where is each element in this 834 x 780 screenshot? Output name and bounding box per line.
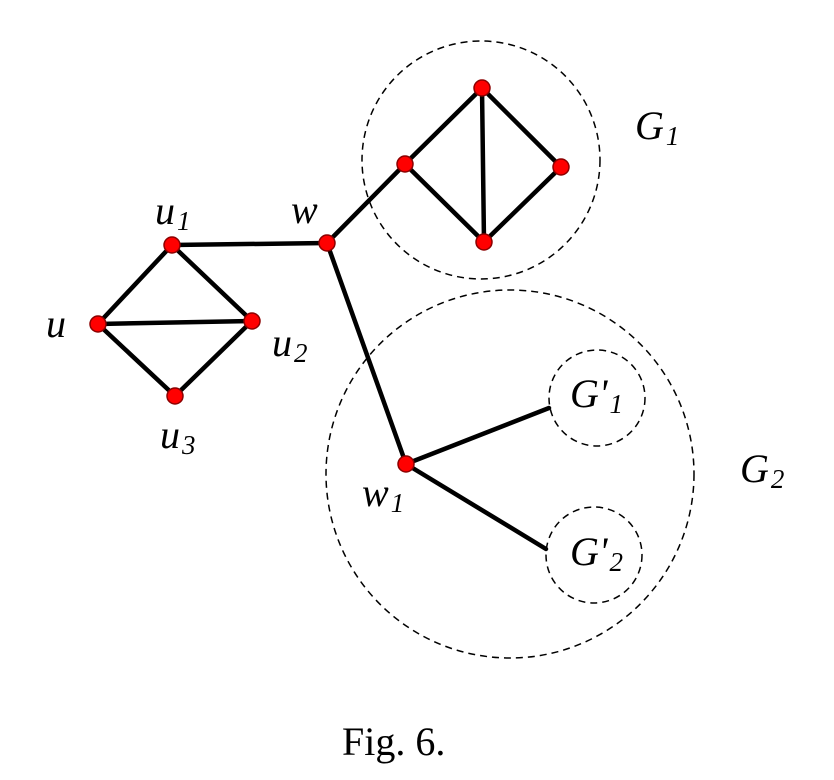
node-w1 [397, 455, 415, 473]
label-u: u [46, 301, 66, 346]
label-u1: u1 [155, 188, 191, 236]
node-g1-right [552, 158, 570, 176]
node-u2 [243, 312, 261, 330]
edge-u-u1 [95, 242, 175, 327]
edge-u3-u [95, 321, 178, 399]
subgraph-g1-circle [361, 40, 601, 280]
edge-u1-w [169, 240, 330, 248]
edge-u-u2 [95, 318, 255, 327]
edge-w1-g-prime-1 [403, 405, 552, 467]
edge-g1-right-bottom [481, 164, 564, 245]
node-g1-bottom [475, 233, 493, 251]
node-u1 [163, 236, 181, 254]
figure-caption: Fig. 6. [342, 719, 445, 764]
edge-u2-u3 [172, 318, 255, 399]
edge-w-g1 [324, 161, 408, 246]
node-u3 [166, 387, 184, 405]
edge-g1-top-right [479, 85, 564, 170]
label-g2: G2 [740, 446, 784, 494]
label-w: w [291, 187, 318, 232]
edge-w1-g-prime-2 [403, 461, 549, 552]
edge-u1-u2 [169, 242, 255, 324]
label-g1: G1 [635, 103, 679, 151]
edge-g1-left-top [402, 85, 485, 167]
label-g-prime-2: G'2 [570, 529, 623, 577]
node-g1-left [396, 155, 414, 173]
node-g1-top [473, 79, 491, 97]
label-u2: u2 [272, 320, 308, 368]
label-u3: u3 [160, 412, 196, 460]
label-w1: w1 [362, 470, 404, 518]
node-u [89, 315, 107, 333]
node-w [318, 234, 336, 252]
subgraph-g-prime-2-circle [545, 506, 643, 604]
label-g-prime-1: G'1 [570, 371, 623, 419]
edge-w-w1 [324, 240, 409, 467]
edge-g1-top-bottom [479, 85, 487, 245]
subgraph-g-prime-1-circle [548, 349, 646, 447]
subgraph-g2-circle [325, 289, 695, 659]
edge-g1-bottom-left [402, 161, 487, 245]
